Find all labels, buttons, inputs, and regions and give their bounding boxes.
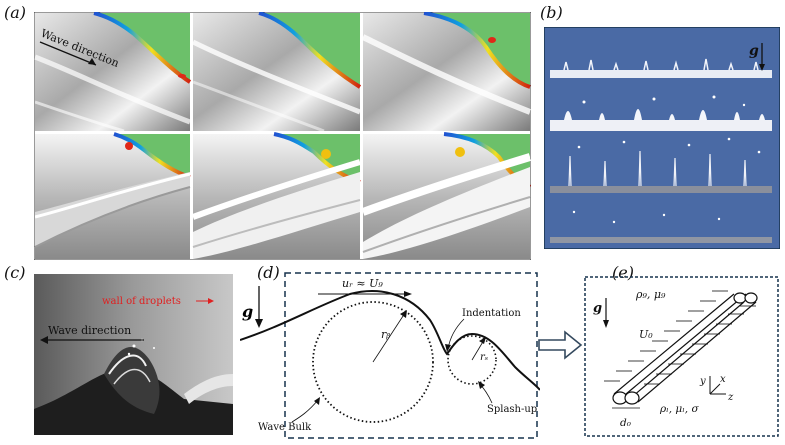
rs-label: rₛ bbox=[480, 352, 488, 363]
rb-radius bbox=[372, 312, 406, 363]
panel-c-photo: wall of droplets Wave direction bbox=[34, 274, 233, 435]
wave-direction-label-c: Wave direction bbox=[48, 324, 131, 337]
wall-of-droplets-label: wall of droplets bbox=[102, 296, 181, 307]
velocity-profile-marks bbox=[604, 290, 756, 385]
sim-panel-6 bbox=[361, 132, 531, 259]
panel-b-droplet-frames: g bbox=[544, 27, 780, 249]
liquid-ligament bbox=[612, 292, 758, 405]
d0-label: d₀ bbox=[620, 417, 632, 429]
splash-up-label: Splash-up bbox=[487, 404, 537, 415]
connecting-arrow bbox=[538, 330, 583, 360]
rb-label: rᵦ bbox=[381, 328, 390, 341]
droplet-frame-2 bbox=[550, 95, 772, 131]
u0-label: U₀ bbox=[639, 328, 653, 341]
gravity-label-c: g bbox=[242, 302, 254, 321]
gravity-arrow-c bbox=[255, 286, 263, 328]
indentation-label: Indentation bbox=[462, 308, 521, 319]
velocity-label: uᵣ ≈ U₉ bbox=[342, 277, 383, 290]
droplet-frame-1 bbox=[550, 58, 772, 78]
wave-bulk-label: Wave Bulk bbox=[258, 422, 312, 433]
sim-panel-1 bbox=[34, 12, 192, 133]
gravity-label-b: g bbox=[749, 43, 759, 59]
panel-label-c: (c) bbox=[4, 263, 26, 282]
panel-label-b: (b) bbox=[540, 3, 563, 22]
panel-label-a: (a) bbox=[4, 3, 27, 22]
panel-e-ligament: g ρ₉, μ₉ U₀ ρₗ, μₗ, σ d₀ y x z bbox=[584, 276, 779, 437]
sim-panel-2 bbox=[191, 12, 362, 133]
gravity-label-e: g bbox=[593, 301, 602, 316]
axis-x-label: x bbox=[720, 374, 726, 385]
liquid-properties-label: ρₗ, μₗ, σ bbox=[659, 403, 699, 415]
panel-a-simulation-grid: Wave direction bbox=[34, 12, 531, 260]
rs-radius bbox=[471, 339, 485, 361]
sim-panel-4 bbox=[34, 132, 191, 259]
gas-properties-label: ρ₉, μ₉ bbox=[635, 288, 666, 301]
wave-direction-arrow bbox=[39, 41, 97, 66]
droplet-frame-3 bbox=[550, 137, 772, 193]
panel-label-d: (d) bbox=[257, 263, 280, 282]
axes-triad bbox=[709, 376, 726, 395]
panel-d-schematic: uᵣ ≈ U₉ Indentation rᵦ rₛ Wave Bulk Spla… bbox=[240, 272, 540, 439]
sim-panel-5 bbox=[191, 132, 361, 259]
axis-z-label: z bbox=[727, 392, 734, 403]
splash-up-circle bbox=[447, 335, 497, 385]
axis-y-label: y bbox=[699, 376, 706, 387]
sim-panel-3 bbox=[361, 12, 531, 131]
droplet-frame-4 bbox=[550, 210, 772, 243]
free-surface bbox=[240, 290, 540, 391]
wave-bulk-circle bbox=[312, 301, 434, 423]
